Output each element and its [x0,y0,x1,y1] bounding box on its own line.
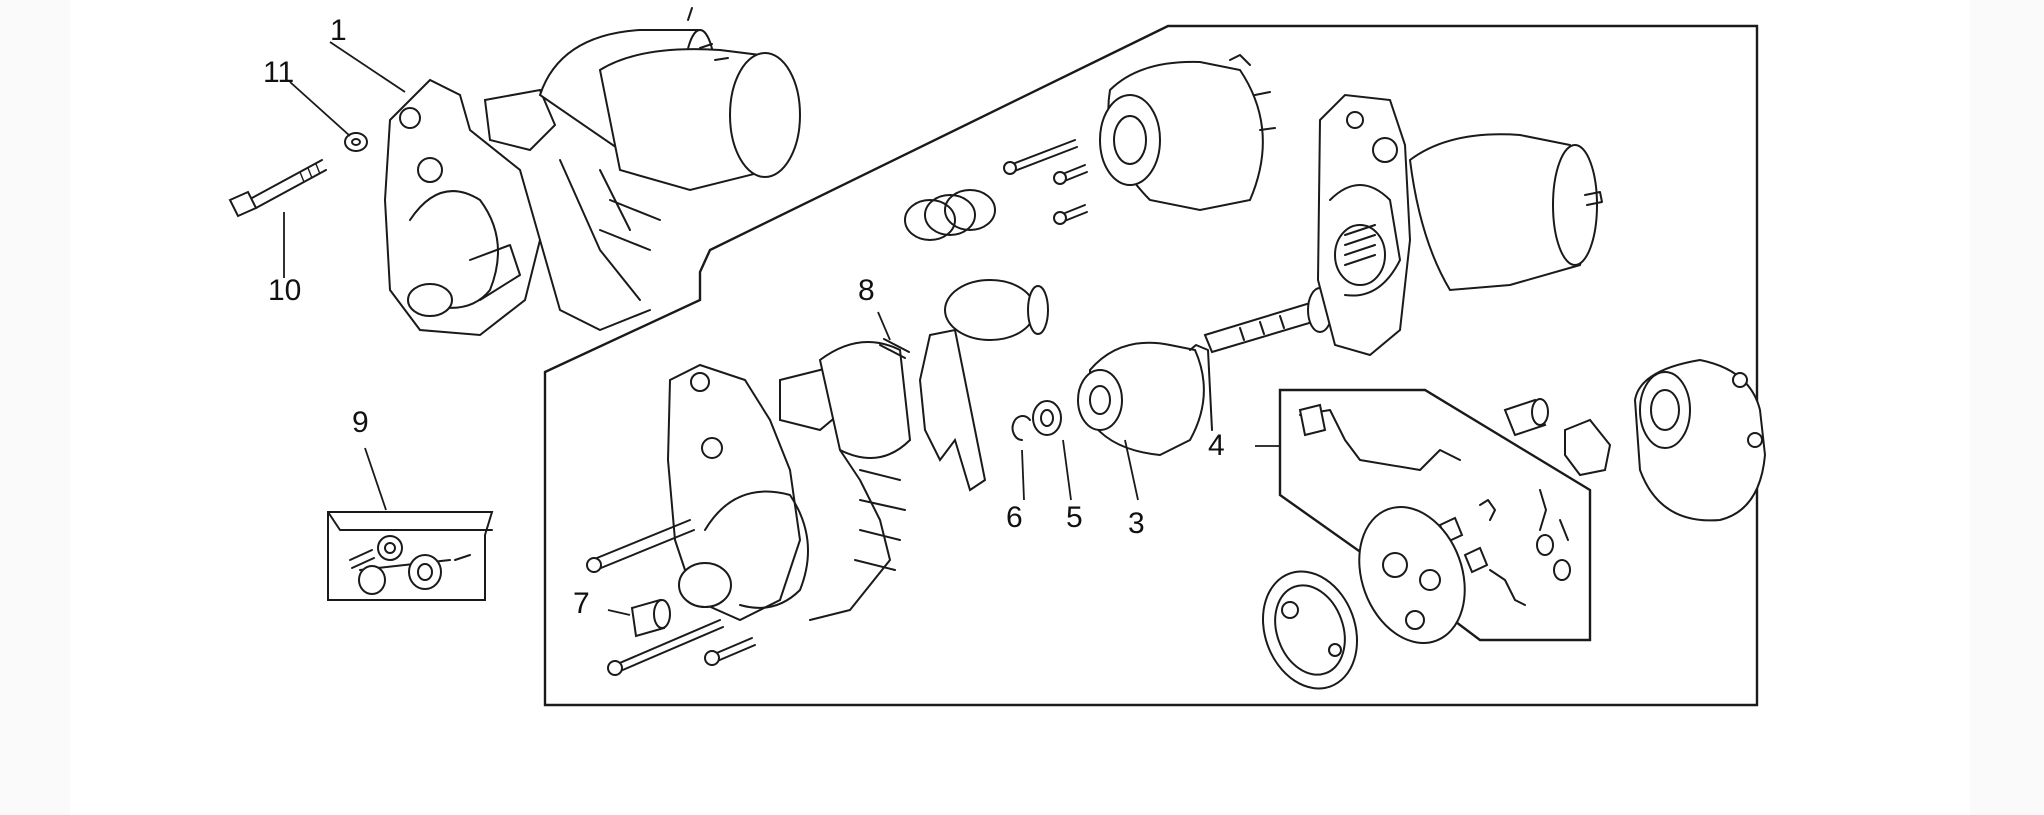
thrust-collar-part [1032,400,1062,436]
yoke-housing [1316,93,1603,357]
commutator-bush [1503,398,1549,437]
callout-1: 1 [330,14,347,47]
washer-part [344,132,368,152]
end-cover [1633,358,1767,522]
exploded-view-frame [543,24,1759,707]
callout-9: 9 [352,406,369,439]
callout-10: 10 [268,274,301,307]
callout-5: 5 [1066,501,1083,534]
nut-part-2 [1747,432,1763,448]
brush-part [1564,418,1612,477]
bushing-part [630,598,671,638]
callout-6: 6 [1006,501,1023,534]
callout-3: 3 [1128,507,1145,540]
pin-part [879,338,910,359]
repair-kit-box [327,511,494,601]
return-spring [904,189,996,241]
drive-end-housing [666,341,912,622]
callout-8: 8 [858,274,875,307]
starter-motor-assembly [383,7,801,337]
solenoid-switch [1099,54,1276,212]
circlip-part [1011,415,1031,441]
through-bolt [591,519,695,571]
bolt-part [228,159,327,218]
callout-4: 4 [1208,429,1225,462]
callout-7: 7 [573,587,590,620]
screw-lower-1 [614,619,724,673]
brush-plate [1261,570,1359,690]
nut-part-1 [1732,372,1748,388]
brush-holder-kit [1278,388,1592,644]
screw-lower-2 [711,637,756,663]
fork-lever [918,279,1049,492]
drive-pinion-part [1077,341,1213,457]
callout-11: 11 [263,56,294,89]
